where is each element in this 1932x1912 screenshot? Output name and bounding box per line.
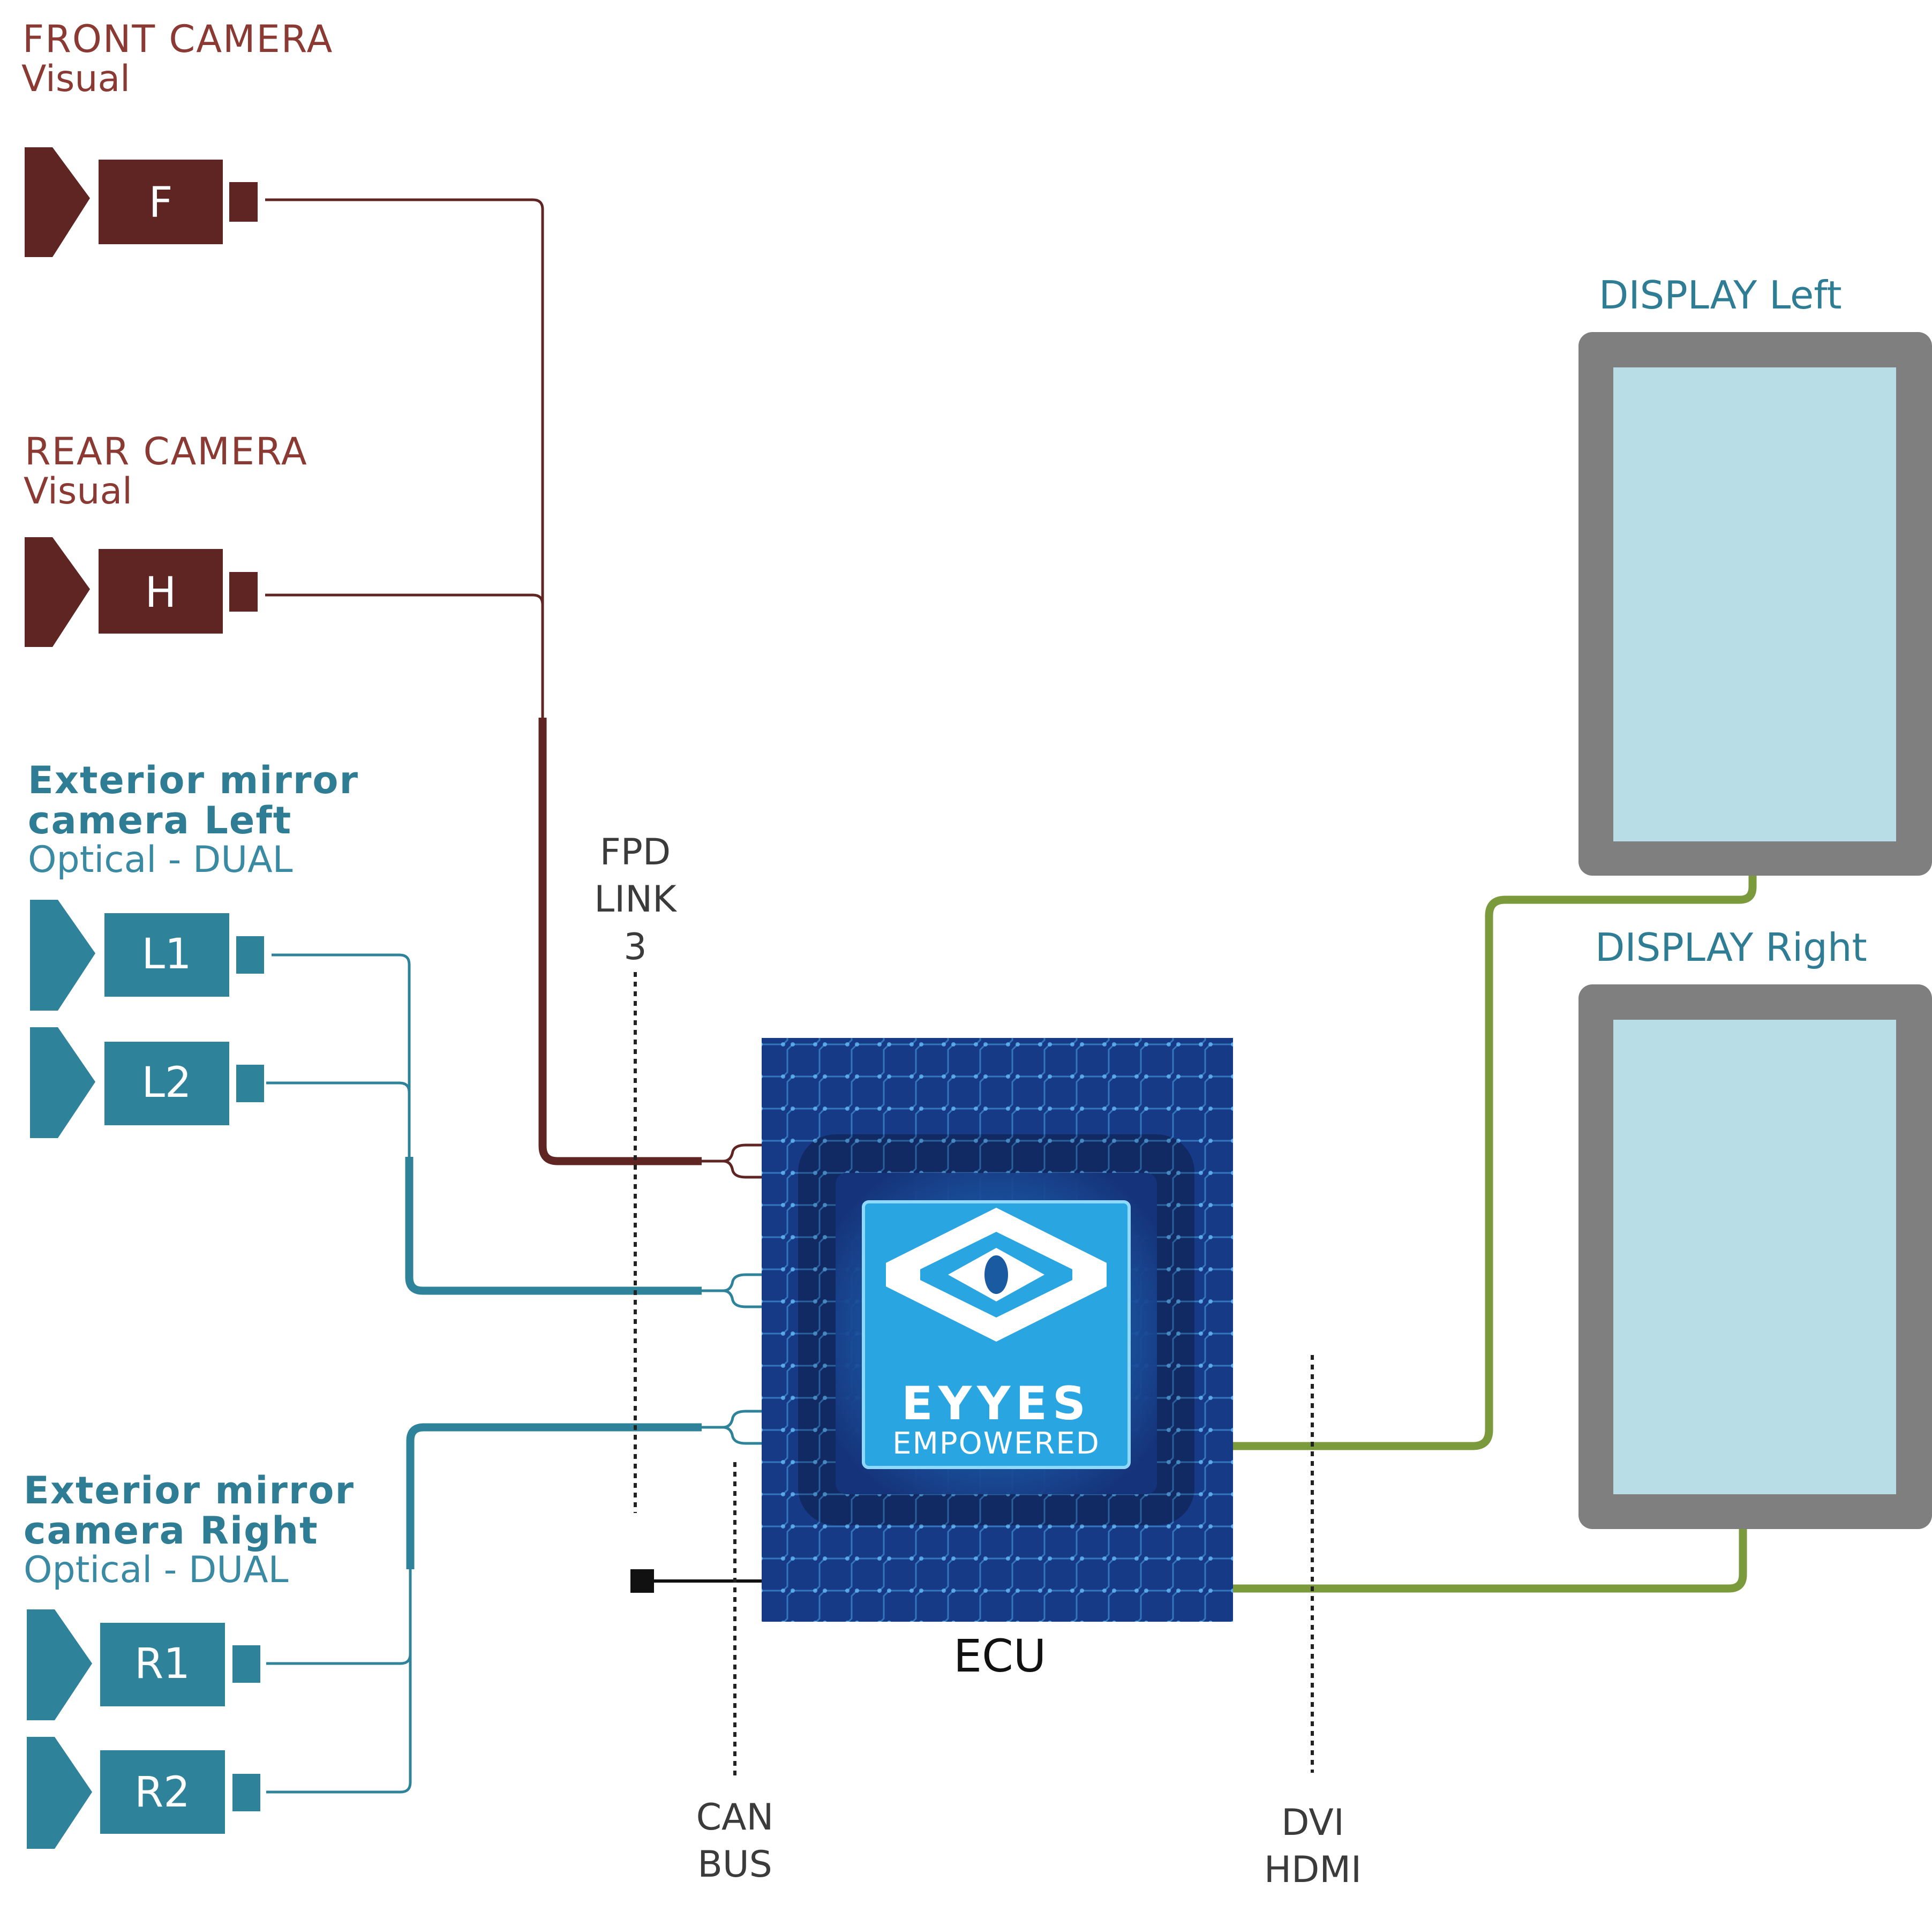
mirror-right-title-line2: camera Right [24, 1509, 319, 1553]
mirror-left-camera-2-letter: L2 [141, 1059, 191, 1107]
dvi-hdmi-label: DVI HDMI [1257, 1800, 1369, 1894]
display-left-icon [1578, 332, 1932, 876]
front-camera-icon: F [25, 147, 258, 257]
rear-camera-wire [265, 593, 544, 718]
mirror-right-camera-1-letter: R1 [134, 1640, 190, 1688]
mirror-right-camera-2-icon: R2 [27, 1737, 260, 1849]
front-camera-subtitle: Visual [21, 58, 131, 100]
mirror-left-title-line2: camera Left [28, 799, 292, 842]
rear-camera-icon: H [25, 537, 258, 647]
rear-camera-subtitle: Visual [24, 470, 133, 513]
can-bus-line2: BUS [697, 1843, 772, 1886]
dvi-line: DVI [1281, 1802, 1344, 1844]
mirror-right-title-line1: Exterior mirror [24, 1469, 355, 1512]
front-camera-letter: F [149, 179, 173, 227]
mirror-left-subtitle: Optical - DUAL [28, 839, 293, 881]
mirror-left-wires [266, 953, 762, 1308]
front-camera-wire [265, 198, 544, 718]
mirror-right-camera-1-icon: R1 [27, 1609, 260, 1720]
mirror-left-camera-1-icon: L1 [30, 900, 264, 1011]
fpd-link-label: FPD LINK 3 [582, 829, 689, 971]
display-left-title: DISPLAY Left [1599, 273, 1842, 318]
ecu-label: ECU [953, 1630, 1047, 1682]
rear-camera-title: REAR CAMERA [25, 430, 308, 473]
mirror-left-camera-1-letter: L1 [141, 930, 191, 978]
mirror-right-wires [266, 1410, 762, 1794]
mirror-left-camera-2-icon: L2 [30, 1027, 264, 1138]
can-bus-label: CAN BUS [681, 1794, 788, 1889]
can-bus-line1: CAN [696, 1796, 774, 1839]
ecu-logo-line1: EYYES [901, 1377, 1091, 1431]
rear-camera-letter: H [145, 569, 177, 617]
fpd-link-line1: FPD [599, 831, 671, 874]
fpd-link-line3: 3 [623, 925, 647, 968]
eyyes-logo-icon [886, 1208, 1107, 1342]
fpd-maroon-trunk [538, 718, 762, 1179]
display-right-icon [1578, 984, 1932, 1529]
front-camera-title: FRONT CAMERA [22, 17, 334, 61]
display-wires [1231, 876, 1757, 1593]
ecu-logo-line2: EMPOWERED [892, 1426, 1100, 1461]
hdmi-line: HDMI [1264, 1849, 1362, 1892]
mirror-right-subtitle: Optical - DUAL [24, 1549, 289, 1591]
display-right-title: DISPLAY Right [1595, 925, 1867, 970]
ecu-module: EYYES EMPOWERED [762, 1038, 1233, 1622]
mirror-right-camera-2-letter: R2 [134, 1768, 190, 1817]
can-bus-connector [630, 1569, 771, 1593]
fpd-link-line2: LINK [594, 878, 676, 921]
mirror-left-title-line1: Exterior mirror [28, 758, 359, 802]
